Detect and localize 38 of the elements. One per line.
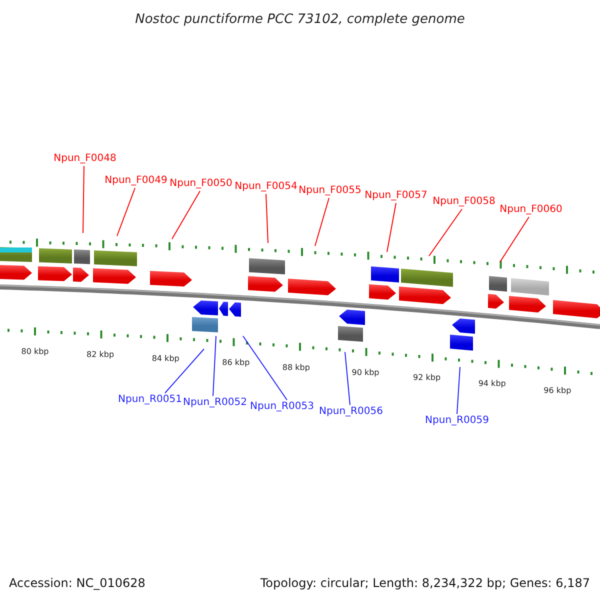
scale-label: 86 kbp xyxy=(222,358,250,368)
leader-line xyxy=(386,202,396,252)
leader-line xyxy=(116,188,136,236)
gene-label: Npun_R0053 xyxy=(250,401,314,413)
genome-summary-note: Topology: circular; Length: 8,234,322 bp; Genes: 6,187 xyxy=(260,575,590,592)
gene-label: Npun_F0058 xyxy=(432,196,496,208)
leader-line xyxy=(428,208,462,256)
gene-label: Npun_F0049 xyxy=(104,175,168,187)
gene-label: Npun_R0052 xyxy=(183,397,247,409)
leader-line xyxy=(500,216,530,262)
accession-note: Accession: NC_010628 xyxy=(9,575,146,592)
scale-label: 90 kbp xyxy=(352,368,380,378)
leader-line xyxy=(344,352,350,406)
scale-label: 96 kbp xyxy=(544,386,572,396)
gene-label: Npun_R0059 xyxy=(425,415,489,427)
scale-label: 92 kbp xyxy=(413,373,441,384)
leader-line xyxy=(314,198,330,246)
leader-line xyxy=(172,190,200,240)
scale-label: 80 kbp xyxy=(21,347,49,358)
gene-label: Npun_R0051 xyxy=(118,394,182,406)
leader-line xyxy=(266,194,268,244)
gene-label: Npun_F0048 xyxy=(54,153,116,165)
leader-line xyxy=(456,366,460,414)
scale-label: 82 kbp xyxy=(86,350,114,360)
gene-label: Npun_F0054 xyxy=(234,181,298,193)
leader-line xyxy=(242,336,288,400)
leader-line xyxy=(164,348,204,394)
scale-label: 94 kbp xyxy=(478,379,506,390)
scale-label: 84 kbp xyxy=(152,354,180,364)
leader-line xyxy=(212,336,216,396)
gene-label: Npun_F0055 xyxy=(298,185,362,197)
leader-line xyxy=(82,166,84,234)
title: Nostoc punctiforme PCC 73102, complete genome xyxy=(134,11,466,29)
gene-label: Npun_F0060 xyxy=(500,204,562,216)
gene-label: Npun_F0057 xyxy=(364,190,428,202)
gene-label: Npun_R0056 xyxy=(319,406,383,418)
scale-label: 88 kbp xyxy=(282,362,310,373)
gene-label: Npun_F0050 xyxy=(170,178,232,190)
